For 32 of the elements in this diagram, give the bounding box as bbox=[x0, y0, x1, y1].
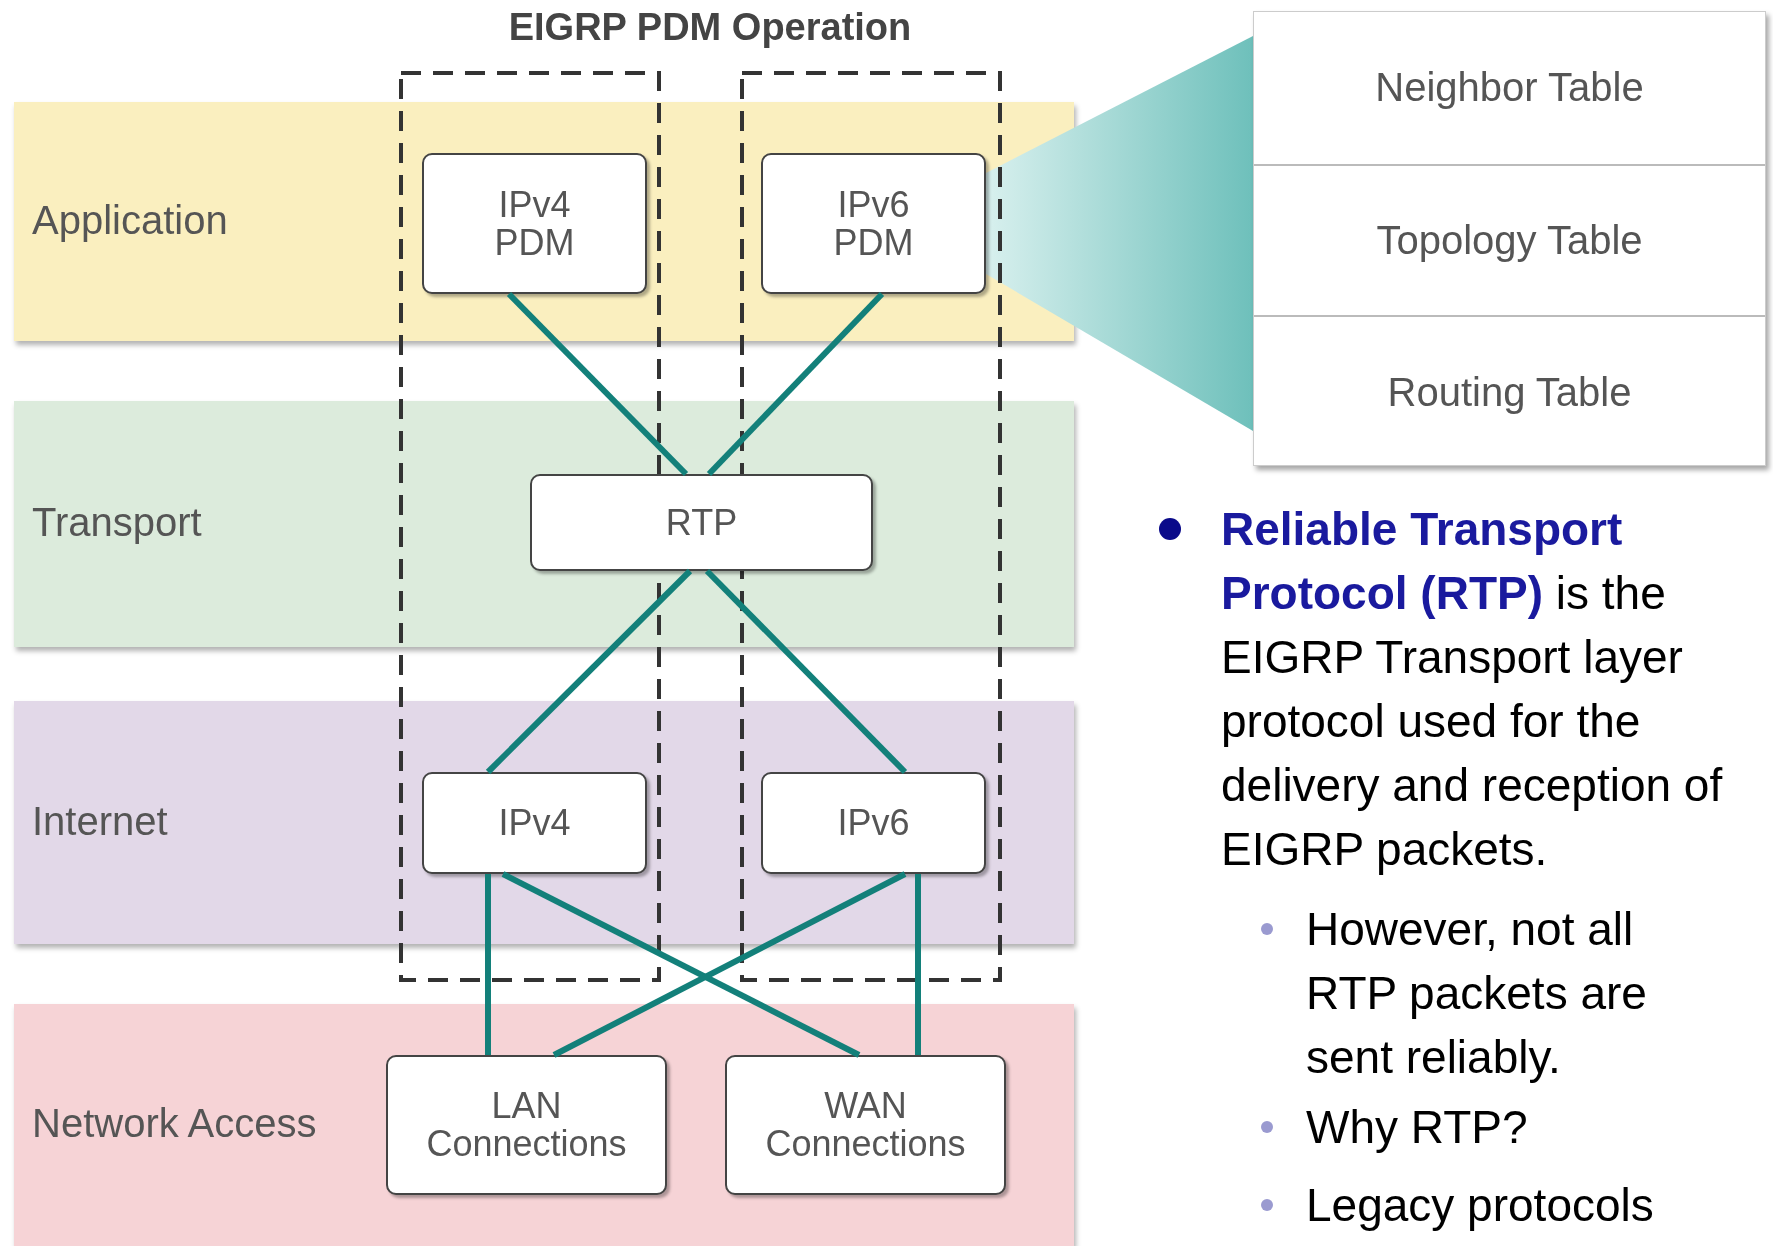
connector-line bbox=[501, 871, 861, 1058]
table-row: Routing Table bbox=[1254, 315, 1765, 467]
connector-line bbox=[506, 291, 689, 477]
zoom-callout-wedge bbox=[986, 36, 1253, 431]
protocol-box: LAN Connections bbox=[386, 1055, 667, 1195]
layer-band bbox=[14, 1004, 1074, 1246]
table-panel bbox=[1253, 11, 1766, 466]
table-row-text: Neighbor Table bbox=[1374, 64, 1645, 112]
layer-label: Transport bbox=[32, 500, 202, 545]
protocol-box: IPv4 PDM bbox=[422, 153, 647, 294]
protocol-box: RTP bbox=[530, 474, 873, 571]
bullet-text: Why RTP? bbox=[1306, 1100, 1529, 1155]
layer-band bbox=[14, 701, 1074, 944]
layer-band bbox=[14, 401, 1074, 647]
connector-line bbox=[706, 291, 885, 477]
connector-line bbox=[915, 874, 921, 1055]
layer-label: Network Access bbox=[32, 1101, 317, 1146]
bullet-text: Reliable Transport Protocol (RTP) is the EIGRP Transport layer protocol used for the delivery and reception of EIGRP packets. bbox=[1221, 502, 1724, 877]
protocol-box: WAN Connections bbox=[725, 1055, 1006, 1195]
protocol-box: IPv6 bbox=[761, 772, 986, 874]
bullet-text: However, not all RTP packets are sent reliably. bbox=[1306, 902, 1648, 1085]
layer-label: Internet bbox=[32, 798, 168, 844]
connector-line bbox=[552, 871, 907, 1058]
protocol-box: IPv6 PDM bbox=[761, 153, 986, 294]
diagram-title: EIGRP PDM Operation bbox=[507, 6, 913, 49]
layer-band bbox=[14, 102, 1074, 341]
bullet-text: Legacy protocols bbox=[1306, 1178, 1655, 1233]
protocol-box: IPv4 bbox=[422, 772, 647, 874]
connector-line bbox=[704, 568, 908, 775]
connector-line bbox=[485, 874, 491, 1055]
connector-line bbox=[485, 568, 693, 775]
layer-label: Application bbox=[32, 197, 228, 243]
